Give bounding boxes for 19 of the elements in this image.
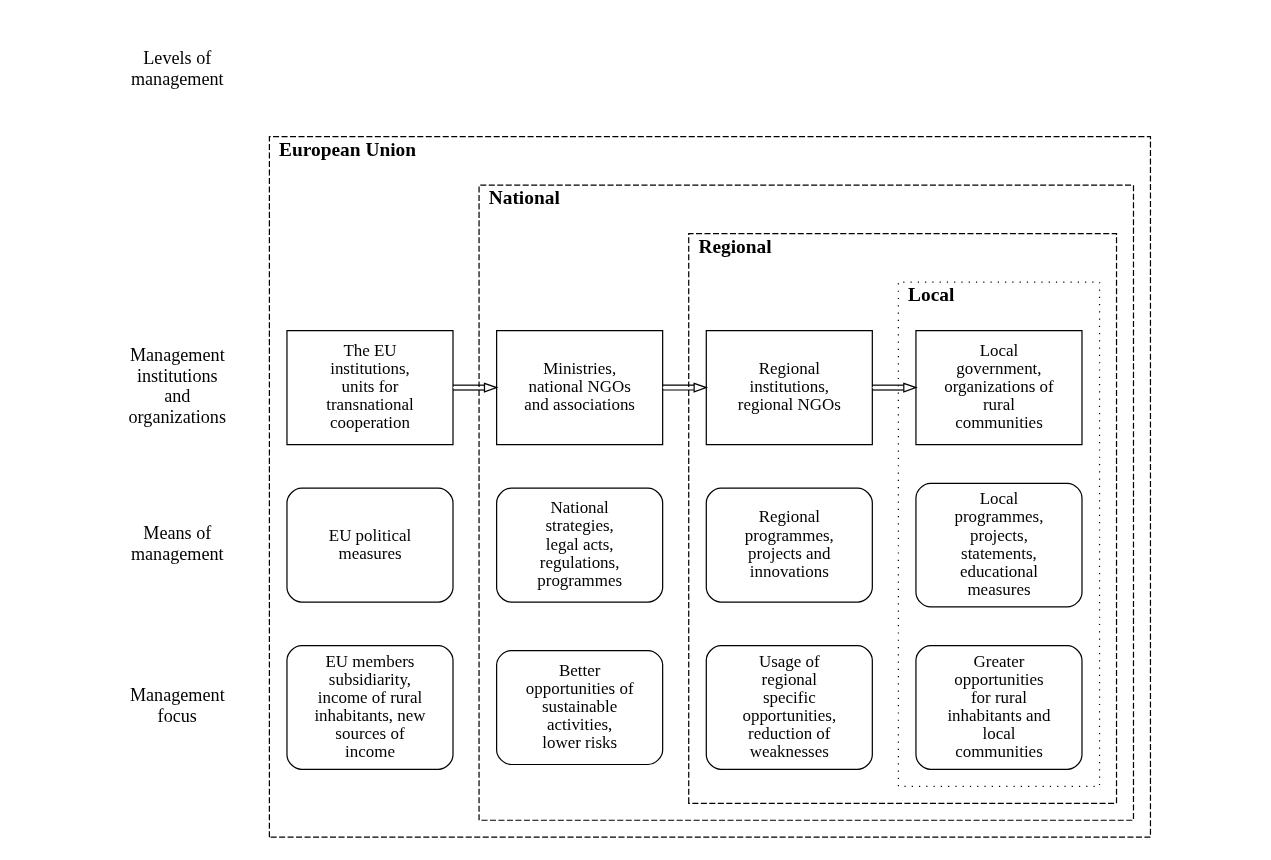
- label: Levels of management: [130, 48, 224, 89]
- label: Management institutions and organizations: [128, 344, 226, 427]
- node-box: Regional programmes, projects and innovations: [705, 487, 873, 603]
- node-box: EU members subsidiarity, income of rural inhabitants, new sources of income: [285, 645, 454, 770]
- node-box: The EU institutions, units for transnational cooperation: [285, 330, 454, 446]
- label: Means of management: [130, 523, 224, 564]
- arrow: [871, 382, 918, 393]
- node-box: Local programmes, projects, statements, educational measures: [914, 482, 1083, 608]
- node-box: National strategies, legal acts, regulations, programmes: [495, 487, 663, 603]
- node-box: Local government, organizations of rural communities: [914, 330, 1083, 446]
- node-box: Greater opportunities for rural inhabitants and local communities: [914, 645, 1083, 770]
- node-box: Ministries, national NGOs and associations: [495, 330, 663, 446]
- node-box: Regional institutions, regional NGOs: [705, 330, 873, 446]
- node-box: EU political measures: [285, 487, 454, 603]
- node-box: Better opportunities of sustainable activities, lower risks: [495, 649, 663, 766]
- node-box: Usage of regional specific opportunities, reduction of weaknesses: [705, 645, 873, 770]
- arrow: [452, 382, 498, 393]
- arrow: [661, 382, 708, 393]
- label: Management focus: [129, 685, 225, 727]
